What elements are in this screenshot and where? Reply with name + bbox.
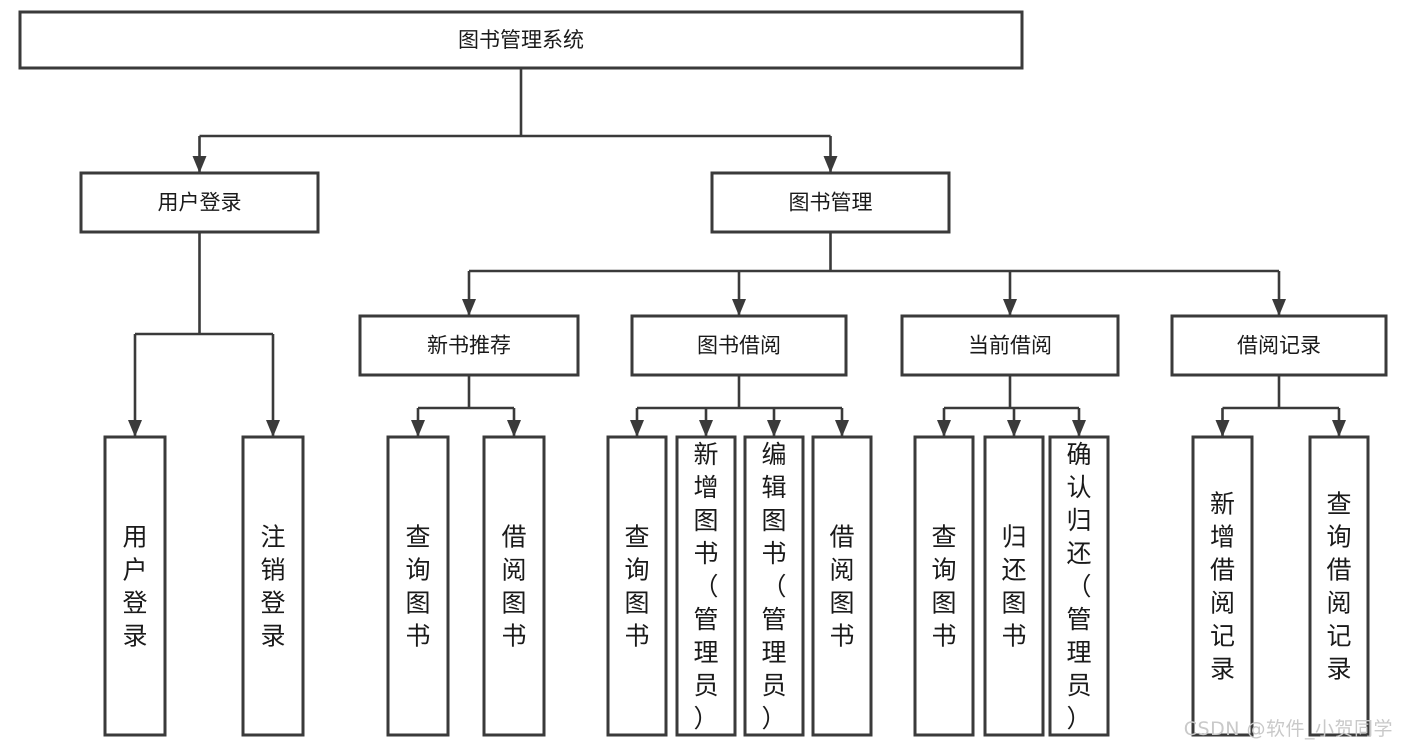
- node-book-management[interactable]: 图书管理: [710, 171, 951, 234]
- node-box[interactable]: [606, 435, 668, 737]
- node-box[interactable]: [983, 435, 1045, 737]
- node-bb-edit-book[interactable]: 编辑图书（管理员）: [743, 435, 805, 737]
- node-box[interactable]: [386, 435, 450, 737]
- arrow-head-icon: [835, 420, 849, 437]
- node-box[interactable]: [358, 314, 580, 377]
- node-label: 借阅图书: [501, 523, 526, 651]
- arrow-head-icon: [1007, 420, 1021, 437]
- node-box[interactable]: [675, 435, 737, 737]
- node-label: 当前借阅: [968, 334, 1052, 358]
- arrow-head-icon: [128, 420, 142, 437]
- arrow-head-icon: [699, 420, 713, 437]
- node-label: 新增借阅记录: [1210, 490, 1235, 684]
- node-box[interactable]: [103, 435, 167, 737]
- node-box[interactable]: [710, 171, 951, 234]
- node-box[interactable]: [1170, 314, 1388, 377]
- arrow-head-icon: [266, 420, 280, 437]
- node-box[interactable]: [482, 435, 546, 737]
- node-book-borrow[interactable]: 图书借阅: [630, 314, 848, 377]
- arrow-head-icon: [1272, 299, 1286, 316]
- arrow-head-icon: [767, 420, 781, 437]
- node-box[interactable]: [743, 435, 805, 737]
- node-cb-query-book[interactable]: 查询图书: [913, 435, 975, 737]
- node-label: 用户登录: [122, 523, 147, 651]
- node-current-borrow[interactable]: 当前借阅: [900, 314, 1120, 377]
- node-label: 图书管理: [789, 191, 873, 215]
- arrow-head-icon: [1215, 420, 1230, 437]
- node-label: 图书管理系统: [458, 28, 584, 52]
- node-bb-borrow-book[interactable]: 借阅图书: [811, 435, 873, 737]
- arrow-head-icon: [1003, 299, 1017, 316]
- arrow-head-icon: [732, 299, 746, 316]
- node-label: 新增图书（管理员）: [693, 440, 718, 733]
- arrow-head-icon: [1072, 420, 1086, 437]
- node-user-login-leaf[interactable]: 用户登录: [103, 435, 167, 737]
- node-box[interactable]: [900, 314, 1120, 377]
- node-box[interactable]: [79, 171, 320, 234]
- arrow-head-icon: [1332, 420, 1346, 437]
- arrow-head-icon: [507, 420, 521, 437]
- node-box[interactable]: [630, 314, 848, 377]
- node-bb-add-book[interactable]: 新增图书（管理员）: [675, 435, 737, 737]
- node-label: 编辑图书（管理员）: [761, 440, 786, 733]
- node-label: 归还图书: [1001, 523, 1026, 651]
- node-new-book-recommend[interactable]: 新书推荐: [358, 314, 580, 377]
- node-br-query-record[interactable]: 查询借阅记录: [1308, 435, 1370, 737]
- arrow-head-icon: [411, 420, 425, 437]
- node-box[interactable]: [1048, 435, 1110, 737]
- node-label: 查询借阅记录: [1326, 490, 1351, 684]
- node-label: 图书借阅: [697, 334, 781, 358]
- arrow-head-icon: [192, 156, 207, 173]
- node-box[interactable]: [18, 10, 1024, 70]
- arrow-head-icon: [937, 420, 951, 437]
- csdn-watermark: CSDN @软件_小贺同学: [1183, 718, 1393, 740]
- node-label: 查询图书: [624, 523, 649, 651]
- arrow-head-icon: [823, 156, 838, 173]
- node-root[interactable]: 图书管理系统: [18, 10, 1024, 70]
- node-label: 查询图书: [405, 523, 430, 651]
- node-borrow-records[interactable]: 借阅记录: [1170, 314, 1388, 377]
- node-label: 确认归还（管理员）: [1066, 440, 1091, 733]
- node-box[interactable]: [913, 435, 975, 737]
- node-bb-query-book[interactable]: 查询图书: [606, 435, 668, 737]
- node-box[interactable]: [811, 435, 873, 737]
- arrow-head-icon: [462, 299, 476, 316]
- node-br-add-record[interactable]: 新增借阅记录: [1191, 435, 1254, 737]
- node-nbr-borrow-book[interactable]: 借阅图书: [482, 435, 546, 737]
- node-box[interactable]: [241, 435, 305, 737]
- node-box[interactable]: [1191, 435, 1254, 737]
- node-cb-confirm-return[interactable]: 确认归还（管理员）: [1048, 435, 1110, 737]
- node-label: 用户登录: [158, 191, 242, 215]
- node-cb-return-book[interactable]: 归还图书: [983, 435, 1045, 737]
- node-label: 注销登录: [260, 523, 285, 651]
- node-label: 新书推荐: [427, 334, 511, 358]
- node-nbr-query-book[interactable]: 查询图书: [386, 435, 450, 737]
- node-box[interactable]: [1308, 435, 1370, 737]
- node-label: 查询图书: [931, 523, 956, 651]
- node-label: 借阅图书: [829, 523, 854, 651]
- node-user-logout-leaf[interactable]: 注销登录: [241, 435, 305, 737]
- node-label: 借阅记录: [1237, 334, 1321, 358]
- arrow-head-icon: [630, 420, 644, 437]
- node-user-login[interactable]: 用户登录: [79, 171, 320, 234]
